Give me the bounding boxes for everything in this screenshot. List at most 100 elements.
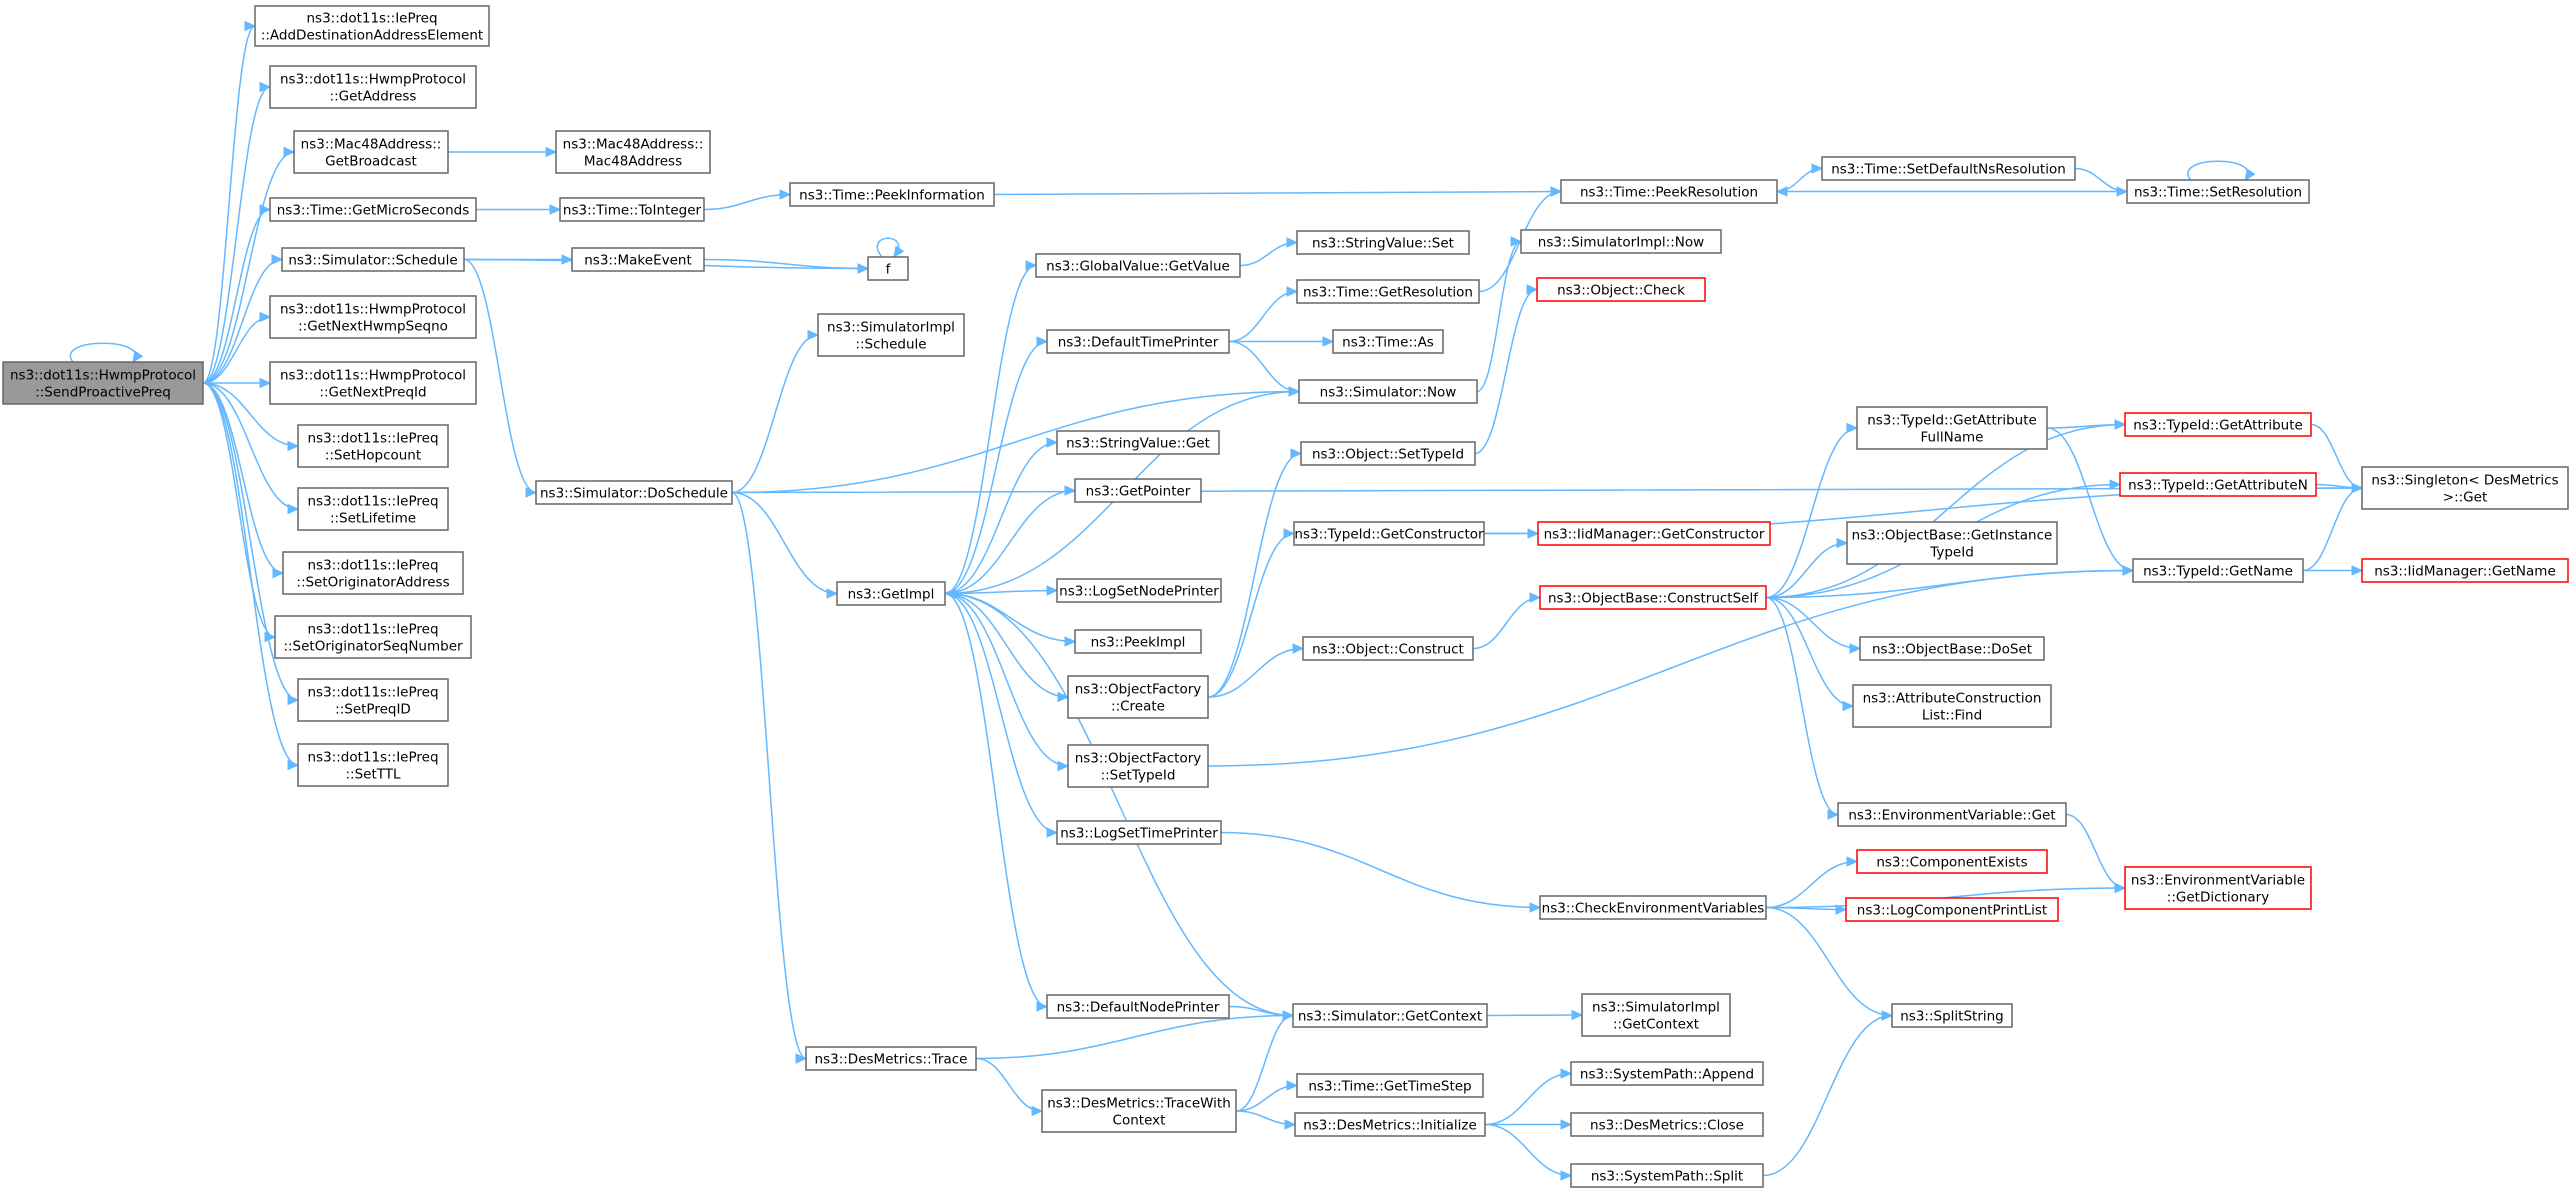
node-box bbox=[1046, 994, 1230, 1019]
edge-line bbox=[975, 1057, 1043, 1112]
node-singleton[interactable]: ns3::Singleton< DesMetrics>::Get bbox=[2361, 466, 2569, 510]
node-tidgetattrn[interactable]: ns3::TypeId::GetAttributeN bbox=[2119, 472, 2317, 497]
node-gvgetvalue[interactable]: ns3::GlobalValue::GetValue bbox=[1035, 253, 1241, 278]
node-ofcreate[interactable]: ns3::ObjectFactory::Create bbox=[1067, 675, 1209, 719]
node-makeevent[interactable]: ns3::MakeEvent bbox=[571, 247, 705, 272]
node-objconstruct[interactable]: ns3::Object::Construct bbox=[1302, 636, 1474, 661]
node-peekres[interactable]: ns3::Time::PeekResolution bbox=[1560, 179, 1778, 204]
node-nexthwmp[interactable]: ns3::dot11s::HwmpProtocol::GetNextHwmpSe… bbox=[269, 295, 477, 339]
node-envgetdict[interactable]: ns3::EnvironmentVariable::GetDictionary bbox=[2124, 866, 2312, 910]
node-adddest[interactable]: ns3::dot11s::IePreq::AddDestinationAddre… bbox=[254, 5, 490, 47]
node-getaddress[interactable]: ns3::dot11s::HwmpProtocol::GetAddress bbox=[269, 65, 477, 109]
node-label-line: ::SetOriginatorSeqNumber bbox=[283, 639, 463, 655]
node-label-line: Mac48Address bbox=[584, 154, 682, 170]
edge-arrowhead bbox=[525, 487, 538, 498]
node-setorigaddr[interactable]: ns3::dot11s::IePreq::SetOriginatorAddres… bbox=[282, 551, 464, 595]
node-box bbox=[1856, 849, 2048, 874]
node-setres[interactable]: ns3::Time::SetResolution bbox=[2126, 179, 2310, 204]
node-deftimeprinter[interactable]: ns3::DefaultTimePrinter bbox=[1046, 329, 1230, 354]
node-schedule[interactable]: ns3::Simulator::Schedule bbox=[281, 247, 465, 272]
node-label-line: ::GetNextPreqId bbox=[319, 385, 426, 401]
edge-line bbox=[975, 1014, 1294, 1060]
edge-line bbox=[1207, 452, 1302, 698]
node-stringget[interactable]: ns3::StringValue::Get bbox=[1056, 430, 1220, 455]
node-label-line: ns3::Mac48Address:: bbox=[301, 137, 442, 153]
node-settypeid[interactable]: ns3::Object::SetTypeId bbox=[1300, 441, 1476, 466]
node-defnodeprinter[interactable]: ns3::DefaultNodePrinter bbox=[1046, 994, 1230, 1019]
node-label-line: ns3::Time::SetResolution bbox=[2134, 185, 2302, 201]
edge-arrowhead bbox=[1560, 1119, 1573, 1130]
node-simnow[interactable]: ns3::Simulator::Now bbox=[1298, 379, 1478, 404]
edge-n_constructself-to-n_attrfind bbox=[1765, 596, 1855, 712]
node-getimpl[interactable]: ns3::GetImpl bbox=[836, 581, 946, 606]
node-setttl[interactable]: ns3::dot11s::IePreq::SetTTL bbox=[297, 743, 449, 787]
node-compexists[interactable]: ns3::ComponentExists bbox=[1856, 849, 2048, 874]
node-dmtrace[interactable]: ns3::DesMetrics::Trace bbox=[805, 1046, 977, 1071]
node-ofsettypeid[interactable]: ns3::ObjectFactory::SetTypeId bbox=[1067, 744, 1209, 788]
node-sysappend[interactable]: ns3::SystemPath::Append bbox=[1570, 1061, 1764, 1086]
node-box bbox=[1046, 329, 1230, 354]
edge-line bbox=[1762, 1014, 1893, 1177]
node-getbroadcast[interactable]: ns3::Mac48Address::GetBroadcast bbox=[293, 130, 449, 174]
node-box bbox=[1302, 636, 1474, 661]
node-timeas[interactable]: ns3::Time::As bbox=[1332, 329, 1444, 354]
node-syssplit[interactable]: ns3::SystemPath::Split bbox=[1570, 1163, 1764, 1188]
node-box bbox=[1859, 636, 2045, 661]
node-setpreqid[interactable]: ns3::dot11s::IePreq::SetPreqID bbox=[297, 678, 449, 722]
node-box bbox=[1852, 684, 2052, 728]
node-box bbox=[867, 256, 909, 281]
node-getmicro[interactable]: ns3::Time::GetMicroSeconds bbox=[269, 197, 477, 222]
node-dminit[interactable]: ns3::DesMetrics::Initialize bbox=[1294, 1112, 1486, 1137]
node-implschedule[interactable]: ns3::SimulatorImpl::Schedule bbox=[817, 313, 965, 357]
node-setdefaultns[interactable]: ns3::Time::SetDefaultNsResolution bbox=[1821, 156, 2076, 181]
edge-line bbox=[1207, 647, 1304, 698]
node-logcomplist[interactable]: ns3::LogComponentPrintList bbox=[1845, 897, 2059, 922]
node-logtimeprinter[interactable]: ns3::LogSetTimePrinter bbox=[1056, 820, 1222, 845]
node-f[interactable]: f bbox=[867, 256, 909, 281]
node-peekinfo[interactable]: ns3::Time::PeekInformation bbox=[789, 182, 995, 207]
node-tidgetattr[interactable]: ns3::TypeId::GetAttribute bbox=[2124, 412, 2312, 437]
node-peekimpl[interactable]: ns3::PeekImpl bbox=[1074, 629, 1202, 654]
node-mac48[interactable]: ns3::Mac48Address::Mac48Address bbox=[555, 130, 711, 174]
node-iidgetname[interactable]: ns3::IidManager::GetName bbox=[2361, 558, 2569, 583]
node-objcheck[interactable]: ns3::Object::Check bbox=[1536, 277, 1706, 302]
node-getpointer[interactable]: ns3::GetPointer bbox=[1074, 478, 1202, 503]
node-sethop[interactable]: ns3::dot11s::IePreq::SetHopcount bbox=[297, 424, 449, 468]
node-root[interactable]: ns3::dot11s::HwmpProtocol::SendProactive… bbox=[2, 361, 204, 405]
node-setorigseq[interactable]: ns3::dot11s::IePreq::SetOriginatorSeqNum… bbox=[274, 615, 472, 659]
node-box bbox=[1570, 1061, 1764, 1086]
edge-arrowhead bbox=[1849, 643, 1862, 654]
node-splitstring[interactable]: ns3::SplitString bbox=[1891, 1003, 2013, 1028]
node-getresolution[interactable]: ns3::Time::GetResolution bbox=[1296, 279, 1480, 304]
edge-n_setres-to-n_peekres bbox=[1775, 186, 2127, 197]
node-box bbox=[1056, 820, 1222, 845]
node-box bbox=[1074, 478, 1202, 503]
node-checkenv[interactable]: ns3::CheckEnvironmentVariables bbox=[1539, 895, 1767, 920]
node-nextpreq[interactable]: ns3::dot11s::HwmpProtocol::GetNextPreqId bbox=[269, 361, 477, 405]
node-tidgetctor[interactable]: ns3::TypeId::GetConstructor bbox=[1293, 521, 1485, 546]
node-box bbox=[1539, 895, 1767, 920]
node-box bbox=[1520, 229, 1722, 254]
node-doschedule[interactable]: ns3::Simulator::DoSchedule bbox=[535, 480, 733, 505]
node-lognodeprinter[interactable]: ns3::LogSetNodePrinter bbox=[1056, 578, 1222, 603]
node-envget[interactable]: ns3::EnvironmentVariable::Get bbox=[1837, 802, 2067, 827]
node-tidgetname[interactable]: ns3::TypeId::GetName bbox=[2132, 558, 2304, 583]
node-constructself[interactable]: ns3::ObjectBase::ConstructSelf bbox=[1539, 585, 1767, 610]
node-dmclose[interactable]: ns3::DesMetrics::Close bbox=[1570, 1112, 1764, 1137]
edge-arrowhead bbox=[1046, 827, 1059, 838]
edge-line bbox=[944, 340, 1048, 595]
node-stringset[interactable]: ns3::StringValue::Set bbox=[1296, 230, 1470, 255]
node-implnow[interactable]: ns3::SimulatorImpl::Now bbox=[1520, 229, 1722, 254]
node-setlife[interactable]: ns3::dot11s::IePreq::SetLifetime bbox=[297, 487, 449, 531]
node-gettimestep[interactable]: ns3::Time::GetTimeStep bbox=[1296, 1073, 1484, 1098]
node-implgetctx[interactable]: ns3::SimulatorImpl::GetContext bbox=[1581, 993, 1731, 1037]
node-tointeger[interactable]: ns3::Time::ToInteger bbox=[559, 197, 705, 222]
node-iidgetctor[interactable]: ns3::IidManager::GetConstructor bbox=[1537, 521, 1771, 546]
node-simgetctx[interactable]: ns3::Simulator::GetContext bbox=[1292, 1003, 1488, 1028]
edge-n_simnow-to-n_implnow bbox=[1476, 236, 1523, 393]
node-obdoset[interactable]: ns3::ObjectBase::DoSet bbox=[1859, 636, 2045, 661]
